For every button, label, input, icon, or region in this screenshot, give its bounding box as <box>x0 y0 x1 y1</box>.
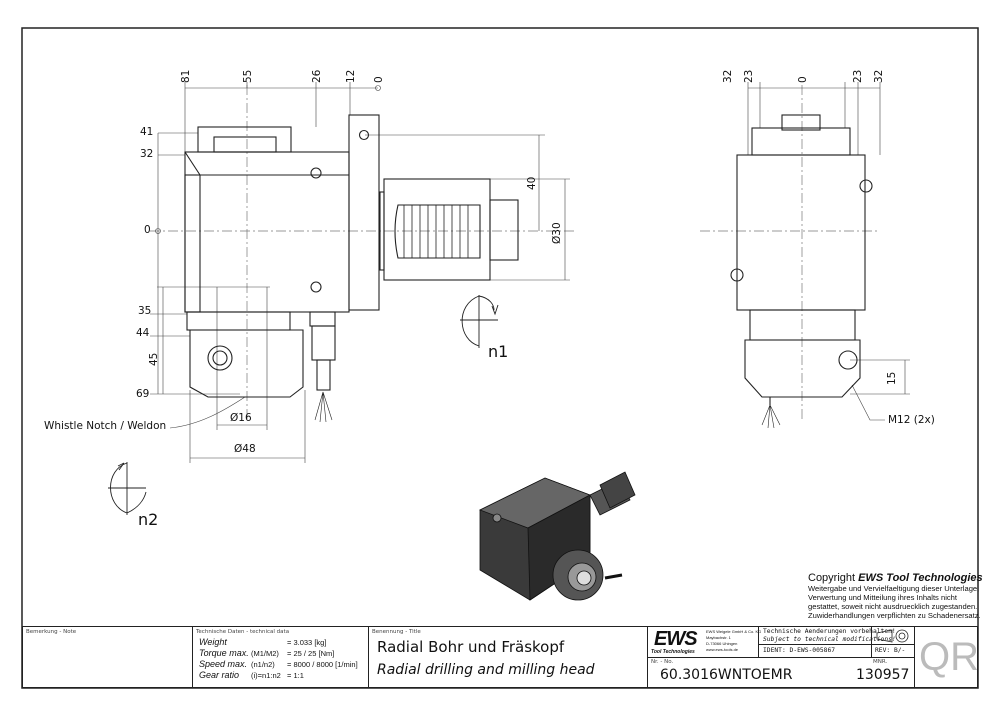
side-view-part <box>184 114 519 423</box>
dim-45: 45 <box>148 352 160 366</box>
logo-cell: EWS Tool Technologies EWS Weigele GmbH &… <box>647 626 761 658</box>
dim-dia48: Ø48 <box>234 443 256 455</box>
notice-german: Technische Aenderungen vorbehalten! <box>763 628 896 635</box>
dim-32: 32 <box>140 148 154 160</box>
rev-value: REV: B/- <box>875 647 906 654</box>
ident-value: IDENT: D-EWS-005867 <box>763 647 836 654</box>
label-n1: n1 <box>488 342 509 361</box>
dim-44: 44 <box>136 327 150 339</box>
title-label: Benennung - Title <box>372 629 421 635</box>
mnr-label: MNR. <box>873 659 888 665</box>
copyright-prefix: Copyright <box>808 572 859 584</box>
title-english: Radial drilling and milling head <box>377 662 595 678</box>
dim-23-left: 23 <box>743 69 755 83</box>
tech-row: Speed max.(n1/n2) = 8000 / 8000 [1/min] <box>199 659 358 670</box>
copyright-line: Verwertung und Mitteilung ihres Inhalts … <box>808 593 958 602</box>
tech-name: Torque max. <box>199 648 249 658</box>
address-line: www.ews-tools.de <box>706 647 739 652</box>
dim-0-top: 0 <box>373 76 385 83</box>
rev-cell: REV: B/- <box>871 644 915 658</box>
tech-sub: (n1/n2) <box>251 660 275 669</box>
dim-40: 40 <box>526 176 538 190</box>
title-german: Radial Bohr und Fräskopf <box>377 638 565 656</box>
dim-32-right: 32 <box>873 69 885 83</box>
front-view-part <box>730 114 873 429</box>
company-address: EWS Weigele GmbH & Co. KG Maybachstr. 1 … <box>706 629 761 653</box>
tech-sub <box>251 637 287 648</box>
part-number: 60.3016WNTOEMR <box>660 667 793 683</box>
notice-cell: Technische Aenderungen vorbehalten! Subj… <box>758 626 896 645</box>
tech-value: = 3.033 [kg] <box>287 638 327 647</box>
tech-label: Technische Daten - technical data <box>196 629 290 635</box>
dim-12: 12 <box>345 69 357 83</box>
projection-symbol-cell <box>871 626 915 645</box>
dim-69: 69 <box>136 388 150 400</box>
copyright-line: Weitergabe und Vervielfaeltigung dieser … <box>808 584 980 593</box>
part-number-cell: Nr. - No. 60.3016WNTOEMR MNR. 130957 <box>647 657 915 688</box>
copyright-line: Zuwiderhandlungen verpflichten zu Schade… <box>808 611 981 620</box>
dim-55: 55 <box>242 69 254 83</box>
copyright-line: gestattet, soweit nicht ausdruecklich zu… <box>808 602 978 611</box>
dim-35: 35 <box>138 305 152 317</box>
address-line: Maybachstr. 1 <box>706 635 731 640</box>
tech-data-table: Weight = 3.033 [kg] Torque max.(M1/M2) = 2… <box>199 637 358 681</box>
title-cell: Benennung - Title Radial Bohr und Fräsko… <box>368 626 648 688</box>
tech-row: Gear ratio (i)=n1:n2 = 1:1 <box>199 670 358 681</box>
tech-row: Torque max.(M1/M2) = 25 / 25 [Nm] <box>199 648 358 659</box>
rotation-symbol-n2 <box>108 462 147 515</box>
tech-value: = 1:1 <box>287 671 304 680</box>
notice-english: Subject to technical modifications! <box>763 636 896 643</box>
dim-0-front: 0 <box>797 76 809 83</box>
dim-41: 41 <box>140 126 154 138</box>
nr-label: Nr. - No. <box>651 659 674 665</box>
ews-logo: EWS <box>654 628 698 650</box>
dim-32-left: 32 <box>722 69 734 83</box>
ident-cell: IDENT: D-EWS-005867 <box>758 644 872 658</box>
address-line: D-73066 Uhingen <box>706 641 738 646</box>
tech-name: Weight <box>199 637 227 647</box>
tech-name: Speed max. <box>199 659 248 669</box>
whistle-notch-callout: Whistle Notch / Weldon <box>44 420 167 432</box>
drawing-frame <box>21 27 979 689</box>
note-cell: Bemerkung - Note <box>22 626 193 688</box>
dim-0-left: 0 <box>144 224 151 236</box>
dim-dia30: Ø30 <box>551 222 563 244</box>
copyright-brand: EWS Tool Technologies <box>858 572 983 584</box>
dim-26: 26 <box>311 69 323 83</box>
centerlines <box>150 85 880 420</box>
qr-cell: QR <box>914 626 979 688</box>
tech-value: = 8000 / 8000 [1/min] <box>287 660 358 669</box>
projection-symbol-icon <box>876 629 909 643</box>
tech-name: Gear ratio <box>199 670 240 680</box>
mnr-value: 130957 <box>856 667 910 683</box>
dim-dia16: Ø16 <box>230 412 252 424</box>
dim-81: 81 <box>180 69 192 83</box>
address-line: EWS Weigele GmbH & Co. KG <box>706 629 762 634</box>
note-label: Bemerkung - Note <box>26 629 77 635</box>
copyright-notice: Copyright EWS Tool Technologies Weiterga… <box>808 572 983 620</box>
label-n2: n2 <box>138 510 159 529</box>
tech-sub: (i)=n1:n2 <box>251 671 281 680</box>
tech-sub: (M1/M2) <box>251 649 279 658</box>
tech-row: Weight = 3.033 [kg] <box>199 637 358 648</box>
dim-15: 15 <box>886 371 898 385</box>
rotation-symbol-n1 <box>460 295 499 348</box>
tech-data-cell: Technische Daten - technical data Weight… <box>192 626 369 688</box>
isometric-render <box>478 471 636 601</box>
m12-callout: M12 (2x) <box>888 414 935 426</box>
dim-23-right: 23 <box>852 69 864 83</box>
qr-placeholder: QR <box>919 635 979 679</box>
dimension-lines <box>150 82 910 463</box>
tech-value: = 25 / 25 [Nm] <box>287 649 335 658</box>
logo-subtitle: Tool Technologies <box>651 649 695 655</box>
